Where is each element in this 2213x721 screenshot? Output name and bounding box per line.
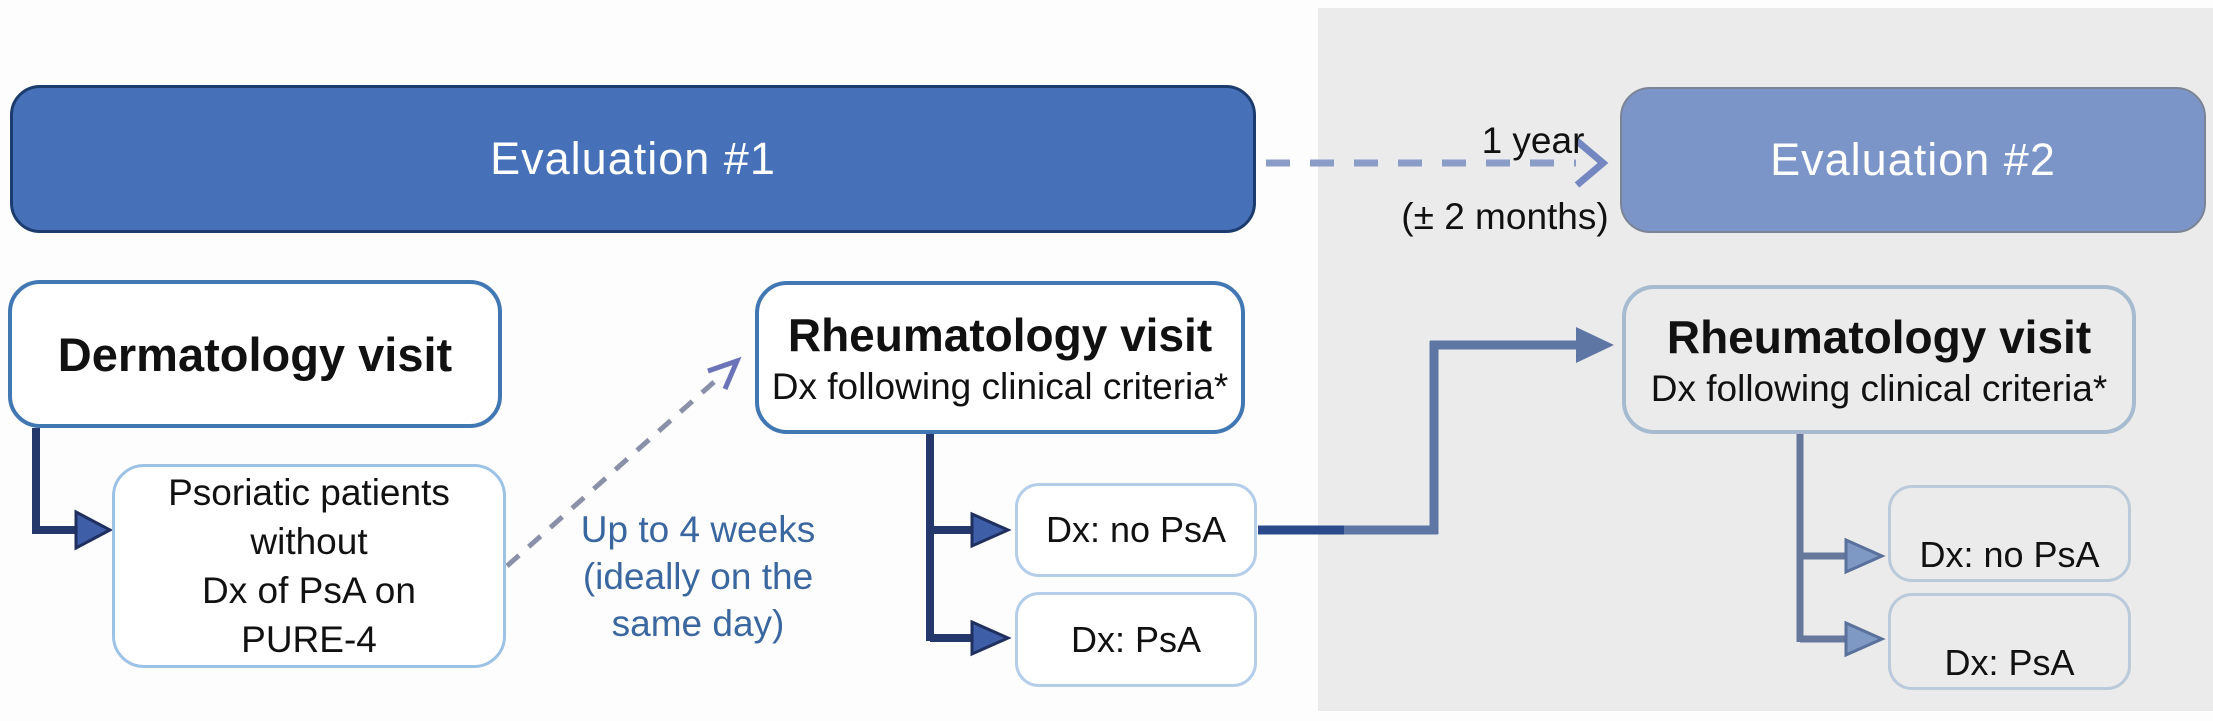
- patients-line: Psoriatic patients: [168, 472, 450, 513]
- dx-psa-box-eval1: Dx: PsA: [1015, 592, 1257, 687]
- nopsa-to-rheum2-connector: [1258, 327, 1614, 535]
- rheum2-outcome-tree: [1796, 434, 1886, 658]
- dermatology-visit-box: Dermatology visit: [8, 280, 502, 428]
- psoriatic-patients-box: Psoriatic patients without Dx of PsA on …: [112, 464, 506, 668]
- evaluation2-header: Evaluation #2: [1620, 87, 2206, 233]
- dx-no-psa-box-eval1: Dx: no PsA: [1015, 483, 1257, 577]
- rheumatology-subtitle: Dx following clinical criteria*: [771, 365, 1229, 407]
- rheumatology-title: Rheumatology visit: [787, 308, 1213, 361]
- up-to-4-weeks-note: Up to 4 weeks (ideally on the same day): [552, 506, 844, 647]
- rheumatology-title: Rheumatology visit: [1666, 310, 2092, 363]
- delay-note-line: (ideally on the: [582, 556, 814, 597]
- patients-line: Dx of PsA on: [202, 570, 416, 611]
- patients-to-rheum-dashed-arrow: [505, 356, 742, 568]
- patients-line: PURE-4: [241, 619, 377, 660]
- plus-minus-two-months-label: (± 2 months): [1401, 196, 1609, 237]
- delay-note-line: same day): [611, 603, 785, 644]
- dx-no-psa-box-eval2: Dx: no PsA: [1888, 485, 2131, 582]
- rheumatology-visit-box-eval2: Rheumatology visit Dx following clinical…: [1622, 285, 2136, 434]
- evaluation1-header: Evaluation #1: [10, 85, 1256, 233]
- one-year-dashed-arrow: [1266, 138, 1609, 188]
- delay-note-line: Up to 4 weeks: [580, 509, 816, 550]
- one-year-label: 1 year: [1481, 120, 1585, 161]
- rheumatology-visit-box-eval1: Rheumatology visit Dx following clinical…: [755, 281, 1245, 434]
- patients-line: without: [250, 521, 368, 562]
- rheum1-outcome-tree: [926, 434, 1012, 657]
- derm-to-patients-arrow: [32, 428, 114, 551]
- rheumatology-subtitle: Dx following clinical criteria*: [1650, 367, 2108, 409]
- dx-psa-box-eval2: Dx: PsA: [1888, 593, 2131, 690]
